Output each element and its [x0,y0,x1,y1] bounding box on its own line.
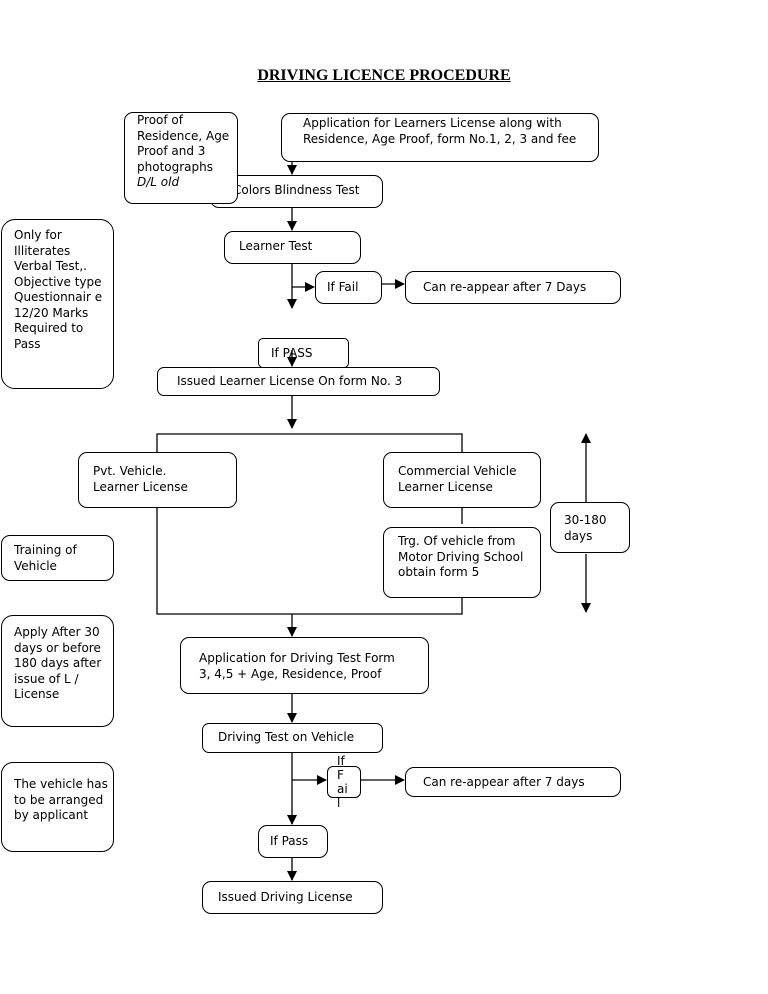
note-apply-after: Apply After 30 days or before 180 days a… [1,615,114,727]
if-pass-text-1: If PASS [271,346,313,360]
commercial-vehicle-box: Commercial Vehicle Learner License [383,452,541,508]
note-training-text: Training of Vehicle [14,543,77,573]
note-illiterates: Only for Illiterates Verbal Test,. Objec… [1,219,114,389]
branch-bottom [156,508,463,615]
days-range-text: 30-180 days [564,513,607,543]
note-apply-after-text: Apply After 30 days or before 180 days a… [14,625,102,701]
reappear-text-2: Can re-appear after 7 days [423,775,585,789]
issued-learner-license-text: Issued Learner License On form No. 3 [177,374,403,388]
learner-test-box: Learner Test [224,231,361,264]
reappear-box-1: Can re-appear after 7 Days [405,271,621,304]
proof-dl-old-text: D/L old [137,175,180,189]
pvt-vehicle-box: Pvt. Vehicle. Learner License [78,452,237,508]
application-driving-test-text: Application for Driving Test Form 3, 4,5… [199,651,395,681]
commercial-vehicle-text: Commercial Vehicle Learner License [398,464,517,494]
issued-driving-license-box: Issued Driving License [202,881,383,914]
proof-of-residence-box: Proof of Residence, Age Proof and 3 phot… [124,112,238,204]
driving-test-vehicle-box: Driving Test on Vehicle [202,723,383,753]
if-pass-box-2: If Pass [258,825,328,858]
colors-blindness-test-box: Colors Blindness Test [210,175,383,208]
training-motor-school-box: Trg. Of vehicle from Motor Driving Schoo… [383,527,541,598]
training-motor-school-text: Trg. Of vehicle from Motor Driving Schoo… [398,534,524,579]
driving-test-vehicle-text: Driving Test on Vehicle [218,730,355,744]
branch-top [156,433,463,452]
application-learner-box: Application for Learners License along w… [281,113,599,162]
page-title: DRIVING LICENCE PROCEDURE [257,67,511,84]
proof-of-residence-text: Proof of Residence, Age Proof and 3 phot… [137,113,230,174]
if-fail-box-1: If Fail [315,271,382,304]
learner-test-text: Learner Test [239,239,313,253]
if-fail-box-2: If F ai l [327,754,361,810]
application-driving-test-box: Application for Driving Test Form 3, 4,5… [180,637,429,694]
reappear-box-2: Can re-appear after 7 days [405,767,621,797]
note-illiterates-text: Only for Illiterates Verbal Test,. Objec… [14,228,103,351]
colors-blindness-test-text: Colors Blindness Test [233,183,360,197]
if-pass-box-1: If PASS [258,338,349,368]
reappear-text-1: Can re-appear after 7 Days [423,280,587,294]
days-range-box: 30-180 days [550,502,630,553]
note-vehicle-arranged: The vehicle has to be arranged by applic… [1,762,114,852]
if-fail-text-1: If Fail [327,280,359,294]
pvt-vehicle-text: Pvt. Vehicle. Learner License [93,464,188,494]
issued-driving-license-text: Issued Driving License [218,890,353,904]
note-training: Training of Vehicle [1,535,114,581]
note-vehicle-arranged-text: The vehicle has to be arranged by applic… [14,777,108,822]
application-learner-text: Application for Learners License along w… [303,116,577,146]
if-pass-text-2: If Pass [270,834,309,848]
issued-learner-license-box: Issued Learner License On form No. 3 [157,367,440,396]
if-fail-text-2: If F ai l [337,754,348,810]
